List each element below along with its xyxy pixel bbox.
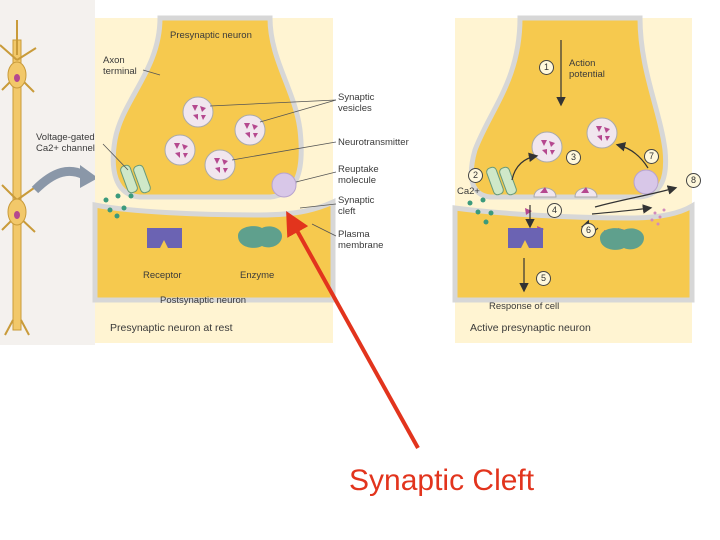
plasma-membrane-label-line1: Plasma: [338, 229, 370, 240]
calcium-ions-left: [103, 193, 134, 219]
postsynaptic-neuron-left: [92, 198, 336, 303]
voltage-gated-channel-left: [120, 164, 151, 194]
receptor-left: [147, 228, 182, 248]
enzyme-right: [600, 228, 644, 250]
vesicle-group-right: [531, 117, 618, 163]
postsynaptic-neuron-right: [452, 201, 695, 303]
synaptic-cleft-annotation: Synaptic Cleft: [349, 464, 535, 497]
synaptic-cleft-label-line2: cleft: [338, 206, 356, 217]
presynaptic-neuron-label-left: Presynaptic neuron: [170, 30, 252, 41]
leader-lines: [102, 69, 337, 237]
receptor-label: Receptor: [143, 270, 182, 281]
calcium-ions-right: [467, 197, 494, 225]
red-pointer-arrow: [286, 211, 420, 449]
neuron-illustration: [0, 20, 37, 336]
receptor-right: [508, 228, 543, 248]
transition-arrow-head: [80, 165, 98, 188]
vesicle-group-left: [164, 96, 266, 181]
synaptic-cleft-label-line1: Synaptic: [338, 195, 375, 206]
left-panel-caption: Presynaptic neuron at rest: [110, 322, 233, 334]
left-panel: [92, 15, 336, 343]
voltage-gated-channel-right: [486, 166, 517, 196]
enzyme-left: [238, 226, 282, 248]
process-arrows: [511, 40, 678, 293]
calcium-label-right: Ca2+: [457, 186, 480, 197]
right-panel: [452, 15, 695, 343]
step-1-marker: 1: [539, 60, 554, 75]
right-panel-caption: Active presynaptic neuron: [470, 322, 591, 334]
synaptic-vesicles-label-line1: Synaptic: [338, 92, 375, 103]
step-3-marker: 3: [566, 150, 581, 165]
presynaptic-terminal-right: [468, 15, 669, 200]
action-potential-label-line2: potential: [569, 69, 605, 80]
step-6-marker: 6: [581, 223, 596, 238]
step-4-marker: 4: [547, 203, 562, 218]
reuptake-molecule-label-line2: molecule: [338, 175, 377, 186]
voltage-gated-label-line1: Voltage-gated: [36, 132, 95, 143]
step-8-marker: 8: [686, 173, 701, 188]
degraded-fragments: [650, 208, 666, 226]
step-5-marker: 5: [536, 271, 551, 286]
reuptake-molecule-left: [271, 172, 297, 198]
axon-terminal-label-line1: Axon: [103, 55, 125, 66]
plasma-membrane-label-line2: membrane: [338, 240, 384, 251]
voltage-gated-label-line2: Ca2+ channel: [36, 143, 95, 154]
reuptake-molecule-label-line1: Reuptake: [338, 164, 379, 175]
enzyme-label: Enzyme: [240, 270, 275, 281]
action-potential-label-line1: Action: [569, 58, 596, 69]
neurotransmitter-label: Neurotransmitter: [338, 137, 409, 148]
axon-terminal-label-line2: terminal: [103, 66, 137, 77]
step-7-marker: 7: [644, 149, 659, 164]
postsynaptic-neuron-label: Postsynaptic neuron: [160, 295, 247, 306]
step-2-marker: 2: [468, 168, 483, 183]
reuptake-molecule-right: [633, 169, 659, 195]
response-of-cell-label: Response of cell: [489, 301, 560, 312]
synaptic-vesicles-label-line2: vesicles: [338, 103, 372, 114]
